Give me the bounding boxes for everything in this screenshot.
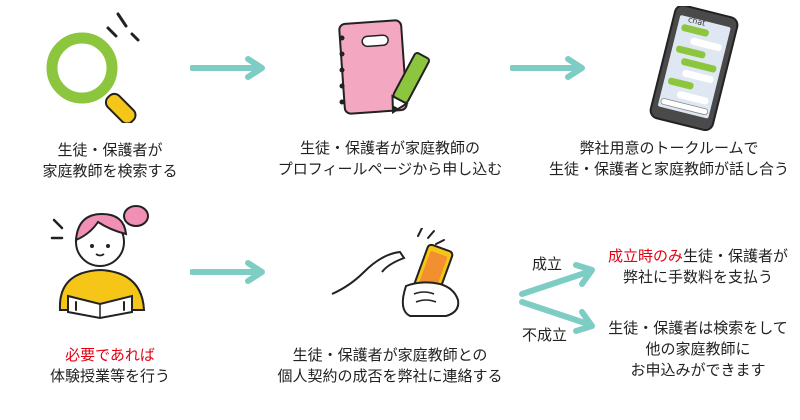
studying-person-icon [50, 205, 149, 320]
failure-line1: 生徒・保護者は検索をして [608, 319, 788, 337]
success-caption: 成立時のみ生徒・保護者が 弊社に手数料を支払う [600, 246, 796, 288]
hand-phone-icon [331, 228, 460, 317]
step2-line2: プロフィールページから申し込む [277, 160, 503, 178]
success-line1: 成立時のみ生徒・保護者が [600, 246, 796, 267]
success-line1-rest: 生徒・保護者が [683, 247, 789, 265]
arrow-right-1 [190, 56, 265, 80]
arrow-success [519, 262, 595, 297]
arrow-right-2 [510, 56, 585, 80]
step3-caption: 弊社用意のトークルームで 生徒・保護者と家庭教師が話し合う [540, 138, 798, 180]
success-label: 成立 [532, 255, 563, 273]
notebook-pen-icon [338, 19, 431, 115]
success-line1-highlight: 成立時のみ [607, 247, 683, 265]
step3-line1: 弊社用意のトークルームで [579, 139, 759, 157]
arrow-failure [519, 299, 595, 334]
success-line2: 弊社に手数料を支払う [622, 268, 773, 286]
step5-caption: 生徒・保護者が家庭教師との 個人契約の成否を弊社に連絡する [260, 345, 520, 387]
step2-caption: 生徒・保護者が家庭教師の プロフィールページから申し込む [260, 138, 520, 180]
failure-line2: 他の家庭教師に [645, 340, 751, 358]
step5-line2: 個人契約の成否を弊社に連絡する [277, 367, 503, 385]
step4-line1: 必要であれば [65, 346, 155, 364]
magnifier-icon [46, 12, 140, 123]
step4-caption: 必要であれば 体験授業等を行う [40, 345, 180, 387]
step1-line2: 家庭教師を検索する [42, 162, 178, 180]
arrow-right-3 [190, 260, 265, 284]
step4-line2: 体験授業等を行う [49, 367, 170, 385]
chat-phone-icon [649, 6, 739, 131]
step5-line1: 生徒・保護者が家庭教師との [292, 346, 488, 364]
failure-caption: 生徒・保護者は検索をして 他の家庭教師に お申込みができます [600, 318, 796, 381]
step1-line1: 生徒・保護者が [57, 141, 163, 159]
failure-label: 不成立 [522, 326, 568, 344]
step3-line2: 生徒・保護者と家庭教師が話し合う [548, 160, 789, 178]
step2-line1: 生徒・保護者が家庭教師の [299, 139, 480, 157]
failure-line3: お申込みができます [630, 361, 766, 379]
step1-caption: 生徒・保護者が 家庭教師を検索する [40, 140, 180, 182]
